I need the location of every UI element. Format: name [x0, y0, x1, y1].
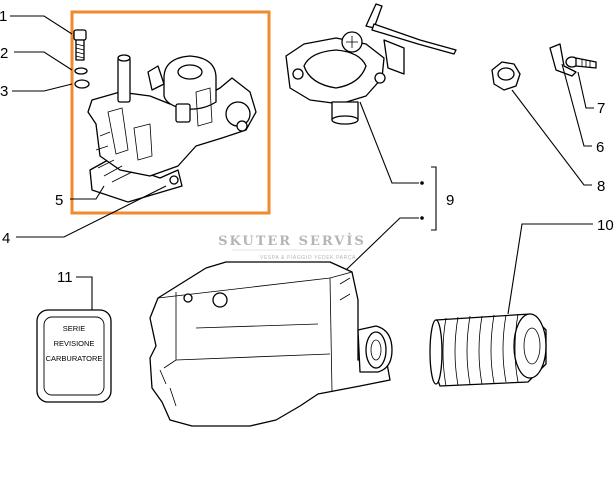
callout-numbers: 1 2 3 4 5 6 7 8 9 10 11 — [0, 8, 614, 286]
watermark-subtitle: VESPA & PIAGGIO YEDEK PARÇA — [260, 255, 356, 261]
callout-3: 3 — [0, 83, 8, 100]
callout-8: 8 — [597, 178, 605, 195]
choke-lever-drawing — [285, 3, 457, 125]
highlight-frame — [70, 10, 271, 215]
watermark-title: SKUTER SERVİS — [218, 233, 366, 249]
spring-washer-drawing — [74, 79, 90, 89]
clip-drawing — [549, 43, 577, 77]
label-card-line-2: REVISIONE — [54, 339, 95, 348]
callout-2: 2 — [0, 45, 8, 62]
label-card-line-3: CARBURATORE — [46, 354, 103, 363]
washer-drawing — [74, 67, 88, 75]
screw-drawing — [73, 29, 87, 61]
callout-7: 7 — [597, 100, 605, 117]
watermark: SKUTER SERVİS VESPA & PIAGGIO YEDEK PARÇ… — [218, 233, 366, 261]
label-card-drawing: SERIE REVISIONE CARBURATORE — [36, 309, 112, 403]
label-card-line-1: SERIE — [63, 324, 86, 333]
callout-6: 6 — [596, 139, 604, 156]
screw-7-drawing — [565, 56, 597, 69]
callout-4: 4 — [2, 230, 10, 247]
callout-11: 11 — [57, 269, 73, 286]
callout-10: 10 — [597, 217, 614, 234]
rubber-bellows-drawing — [429, 313, 547, 387]
air-filter-box-drawing — [149, 261, 393, 427]
nut-drawing — [491, 61, 521, 91]
callout-5: 5 — [55, 192, 63, 209]
carburetor-drawing — [87, 54, 257, 203]
callout-9: 9 — [446, 192, 454, 209]
callout-1: 1 — [0, 8, 7, 25]
leader-lines — [10, 15, 594, 315]
